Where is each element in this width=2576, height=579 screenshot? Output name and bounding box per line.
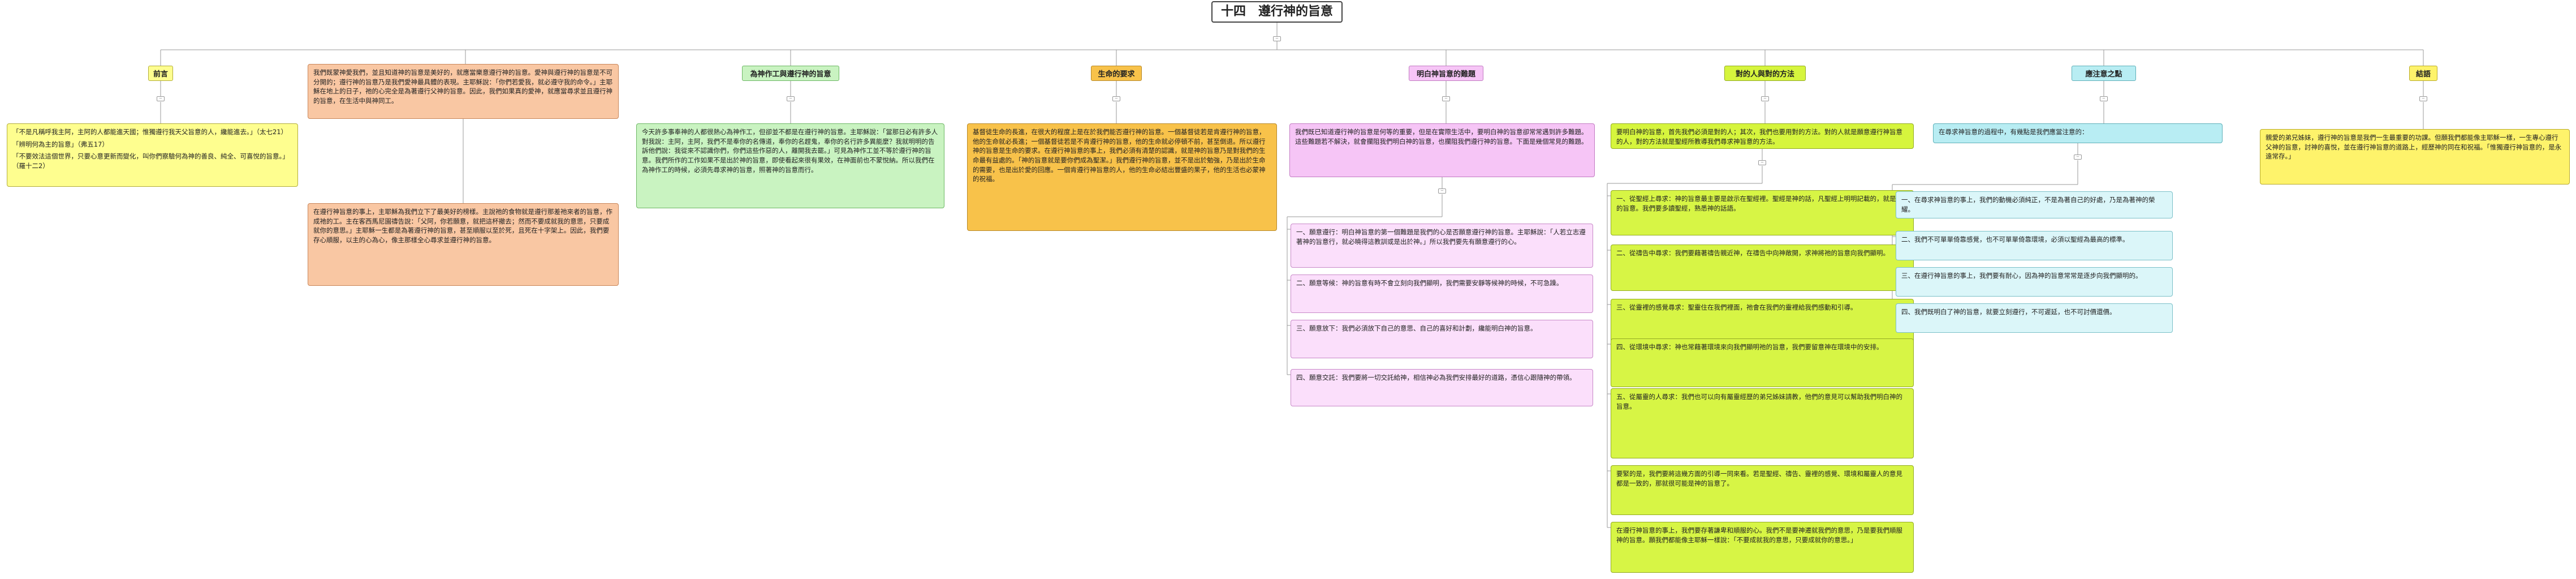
topic-node[interactable]: 五、從屬靈的人尋求：我們也可以向有屬靈經歷的弟兄姊妹請教，他們的意見可以幫助我們… [1611,388,1914,458]
topic-text: 在遵行神旨意的事上，主耶穌為我們立下了最美好的榜樣。主說祂的食物就是遵行那差祂來… [313,208,612,245]
topic-text: 我們既已知道遵行神的旨意是何等的重要，但是在實際生活中，要明白神的旨意卻常常遇到… [1295,128,1588,145]
topic-text: 二、我們不可單單倚靠感覺，也不可單單倚靠環境，必須以聖經為最高的標準。 [1901,235,2129,243]
collapse-toggle-icon[interactable]: − [1758,160,1766,165]
topic-node[interactable]: 二、從禱告中尋求：我們要藉著禱告親近神，在禱告中向神敞開，求神將祂的旨意向我們顯… [1611,245,1914,291]
topic-text: 三、在遵行神旨意的事上，我們要有耐心，因為神的旨意常常是逐步向我們顯明的。 [1901,272,2142,280]
topic-text: 親愛的弟兄姊妹，遵行神的旨意是我們一生最重要的功課。但願我們都能像主耶穌一樣，一… [2266,134,2562,161]
topic-text: 一、在尋求神旨意的事上，我們的動機必須純正，不是為著自己的好處，乃是為著神的榮耀… [1901,196,2155,213]
collapse-toggle-icon[interactable]: − [157,96,165,101]
topic-node[interactable]: 一、願意遵行：明白神旨意的第一個難題是我們的心是否願意遵行神的旨意。主耶穌說：「… [1291,224,1593,268]
branch-heading[interactable]: 生命的要求 [1091,66,1142,81]
topic-node[interactable]: 基督徒生命的長進，在很大的程度上是在於我們能否遵行神的旨意。一個基督徒若是肯遵行… [967,123,1277,231]
topic-node[interactable]: 四、從環境中尋求：神也常藉著環境來向我們顯明祂的旨意，我們要留意神在環境中的安排… [1611,338,1914,387]
topic-text: 一、從聖經上尋求：神的旨意最主要是啟示在聖經裡。聖經是神的話，凡聖經上明明記載的… [1616,195,1902,212]
topic-node[interactable]: 「不是凡稱呼我主阿，主阿的人都能進天國；惟獨遵行我天父旨意的人，纔能進去。」（太… [7,123,298,187]
page-title: 十四 遵行神的旨意 [1211,1,1343,23]
topic-node[interactable]: 我們既已知道遵行神的旨意是何等的重要，但是在實際生活中，要明白神的旨意卻常常遇到… [1289,123,1595,177]
topic-text: 基督徒生命的長進，在很大的程度上是在於我們能否遵行神的旨意。一個基督徒若是肯遵行… [973,128,1266,183]
topic-text: 「辨明何為主的旨意」（弗五17） [12,140,109,148]
topic-node[interactable]: 四、我們既明白了神的旨意，就要立刻遵行，不可遲延，也不可討價還價。 [1896,303,2173,333]
topic-node[interactable]: 在尋求神旨意的過程中，有幾點是我們應當注意的： [1933,123,2223,143]
branch-heading[interactable]: 前言 [148,66,174,81]
collapse-toggle-icon[interactable]: − [1273,36,1281,41]
topic-node[interactable]: 要緊的是，我們要將這幾方面的引導一同來看。若是聖經、禱告、靈裡的感覺、環境和屬靈… [1611,465,1914,515]
topic-text: 三、從靈裡的感覺尋求：聖靈住在我們裡面，祂會在我們的靈裡給我們感動和引導。 [1616,303,1857,311]
topic-node[interactable]: 在遵行神旨意的事上，主耶穌為我們立下了最美好的榜樣。主說祂的食物就是遵行那差祂來… [308,203,619,286]
topic-text: 「不是凡稱呼我主阿，主阿的人都能進天國；惟獨遵行我天父旨意的人，纔能進去。」（太… [12,128,288,136]
collapse-toggle-icon[interactable]: − [1442,96,1450,101]
topic-node[interactable]: 一、在尋求神旨意的事上，我們的動機必須純正，不是為著自己的好處，乃是為著神的榮耀… [1896,191,2173,218]
collapse-toggle-icon[interactable]: − [787,96,795,101]
topic-text: 四、從環境中尋求：神也常藉著環境來向我們顯明祂的旨意，我們要留意神在環境中的安排… [1616,343,1883,351]
collapse-toggle-icon[interactable]: − [2100,96,2108,101]
collapse-toggle-icon[interactable]: − [1438,188,1446,194]
topic-node[interactable]: 三、在遵行神旨意的事上，我們要有耐心，因為神的旨意常常是逐步向我們顯明的。 [1896,267,2173,297]
topic-node[interactable]: 一、從聖經上尋求：神的旨意最主要是啟示在聖經裡。聖經是神的話，凡聖經上明明記載的… [1611,190,1914,235]
topic-text: 要明白神的旨意，首先我們必須是對的人；其次，我們也要用對的方法。對的人就是願意遵… [1616,128,1902,145]
topic-text: 二、從禱告中尋求：我們要藉著禱告親近神，在禱告中向神敞開，求神將祂的旨意向我們顯… [1616,249,1889,257]
collapse-toggle-icon[interactable]: − [2419,96,2427,101]
topic-text: 今天許多事奉神的人都很熱心為神作工，但卻並不都是在遵行神的旨意。主耶穌說：「當那… [642,128,938,174]
topic-text: 五、從屬靈的人尋求：我們也可以向有屬靈經歷的弟兄姊妹請教，他們的意見可以幫助我們… [1616,393,1902,410]
topic-text: 二、願意等候：神的旨意有時不會立刻向我們顯明，我們需要安靜等候神的時候，不可急躁… [1296,279,1563,287]
branch-heading[interactable]: 結語 [2409,66,2437,81]
topic-node[interactable]: 三、願意放下：我們必須放下自己的意思、自己的喜好和計劃，纔能明白神的旨意。 [1291,320,1593,358]
collapse-toggle-icon[interactable]: − [1761,96,1769,101]
branch-heading[interactable]: 對的人與對的方法 [1724,66,1806,81]
topic-text: 我們既蒙神愛我們，並且知道神的旨意是美好的，就應當樂意遵行神的旨意。愛神與遵行神… [313,68,612,105]
topic-node[interactable]: 今天許多事奉神的人都很熱心為神作工，但卻並不都是在遵行神的旨意。主耶穌說：「當那… [636,123,944,208]
topic-node[interactable]: 親愛的弟兄姊妹，遵行神的旨意是我們一生最重要的功課。但願我們都能像主耶穌一樣，一… [2260,129,2570,185]
collapse-toggle-icon[interactable]: − [2074,155,2082,160]
topic-node[interactable]: 我們既蒙神愛我們，並且知道神的旨意是美好的，就應當樂意遵行神的旨意。愛神與遵行神… [308,64,619,119]
topic-text: 在遵行神旨意的事上，我們要存著謙卑和順服的心。我們不是要神遷就我們的意思，乃是要… [1616,526,1902,544]
branch-heading[interactable]: 明白神旨意的難題 [1409,66,1483,81]
topic-text: 「不要效法這個世界，只要心意更新而變化，叫你們察驗何為神的善良、純全、可喜悅的旨… [12,152,289,170]
topic-text: 三、願意放下：我們必須放下自己的意思、自己的喜好和計劃，纔能明白神的旨意。 [1296,324,1537,332]
collapse-toggle-icon[interactable]: − [1112,96,1120,101]
topic-node[interactable]: 三、從靈裡的感覺尋求：聖靈住在我們裡面，祂會在我們的靈裡給我們感動和引導。 [1611,299,1914,345]
topic-node[interactable]: 四、願意交託：我們要將一切交託給神，相信神必為我們安排最好的道路，憑信心跟隨神的… [1291,369,1593,406]
topic-text: 要緊的是，我們要將這幾方面的引導一同來看。若是聖經、禱告、靈裡的感覺、環境和屬靈… [1616,470,1902,487]
branch-heading[interactable]: 為神作工與遵行神的旨意 [742,66,839,81]
topic-text: 四、願意交託：我們要將一切交託給神，相信神必為我們安排最好的道路，憑信心跟隨神的… [1296,374,1576,381]
topic-node[interactable]: 二、願意等候：神的旨意有時不會立刻向我們顯明，我們需要安靜等候神的時候，不可急躁… [1291,275,1593,313]
topic-node[interactable]: 二、我們不可單單倚靠感覺，也不可單單倚靠環境，必須以聖經為最高的標準。 [1896,231,2173,260]
topic-text: 一、願意遵行：明白神旨意的第一個難題是我們的心是否願意遵行神的旨意。主耶穌說：「… [1296,228,1586,246]
topic-node[interactable]: 在遵行神旨意的事上，我們要存著謙卑和順服的心。我們不是要神遷就我們的意思，乃是要… [1611,522,1914,573]
topic-text: 在尋求神旨意的過程中，有幾點是我們應當注意的： [1939,128,2089,136]
topic-node[interactable]: 要明白神的旨意，首先我們必須是對的人；其次，我們也要用對的方法。對的人就是願意遵… [1611,123,1914,149]
branch-heading[interactable]: 應注意之點 [2072,66,2136,81]
topic-text: 四、我們既明白了神的旨意，就要立刻遵行，不可遲延，也不可討價還價。 [1901,308,2116,316]
